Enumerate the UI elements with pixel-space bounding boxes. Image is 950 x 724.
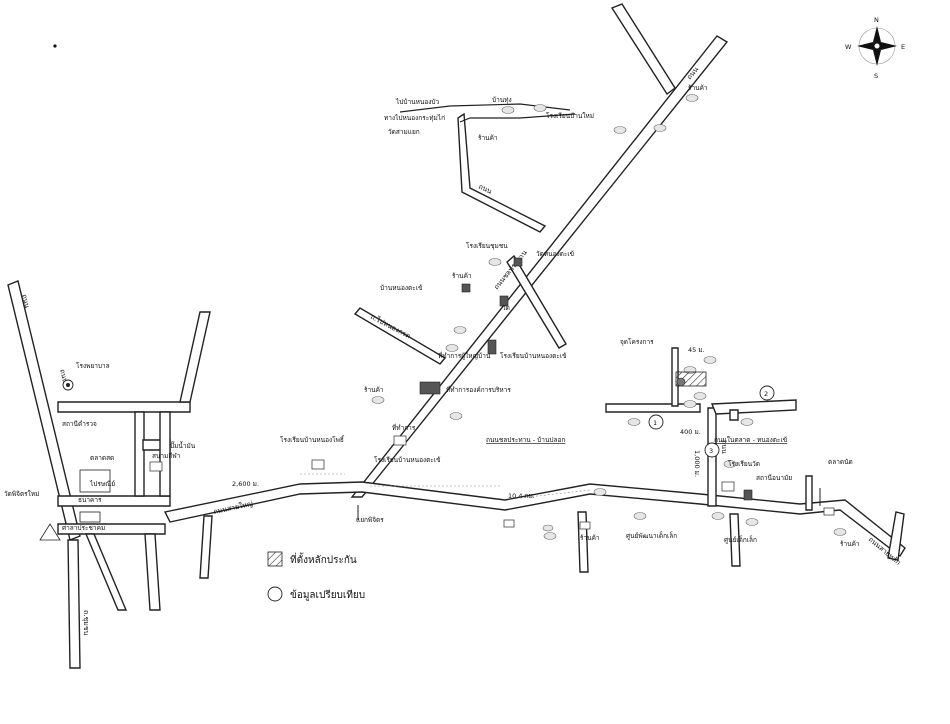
road-right-end — [887, 511, 905, 561]
label-school-top: โรงเรียนบ้านใหม่ — [546, 112, 594, 120]
label-stadium-left: สนามกีฬา — [152, 452, 181, 460]
label-market-left: ตลาดสด — [90, 454, 114, 462]
label-market-right: ตลาดนัด — [828, 458, 853, 466]
label-school-left-mid: โรงเรียนบ้านหนองโพธิ์ — [280, 435, 345, 444]
road-se-branch — [506, 254, 567, 349]
label-health-right: สถานีอนามัย — [756, 474, 792, 482]
label-hall-mid: ที่ทำการผู้ใหญ่บ้าน — [438, 351, 491, 360]
label-post-left: ไปรษณีย์ — [89, 480, 115, 488]
label-shop-3: ร้านค้า — [452, 272, 472, 280]
label-shop-6: ร้านค้า — [580, 534, 600, 542]
label-school-mid: โรงเรียนชุมชน — [466, 242, 508, 250]
roads — [7, 3, 906, 669]
label-village-top2: ทางไปหนองกระทุ่มไก่ — [384, 114, 445, 122]
label-village-top3: วัดสามแยก — [388, 128, 420, 136]
distance-1000: 1,000 ม. — [693, 450, 701, 477]
compass-w: W — [845, 43, 852, 51]
label-shop-4: ร้านค้า — [364, 386, 384, 394]
distance-45: 45 ม. — [688, 346, 705, 354]
legend-hatched-swatch — [267, 551, 283, 567]
label-village-top4: บ้านทุ่ง — [492, 96, 512, 104]
label-village-mid2: โรงเรียนบ้านหนองตะเข้ — [374, 456, 441, 464]
label-office-mid: ที่ทำการองค์การบริหาร — [446, 385, 511, 394]
label-health-mid: ที่ทำการ — [392, 423, 416, 432]
legend-circle-swatch — [267, 586, 283, 602]
road-label-left-vertical: ถนน — [58, 369, 69, 385]
label-hospital-left: โรงพยาบาล — [76, 362, 110, 370]
circle-2: 2 — [764, 390, 768, 398]
road-left-vertical-lower — [67, 539, 81, 669]
label-temple-mid: วัดหนองตะเข้ — [536, 250, 574, 258]
label-road-junction-right: ถนนในตลาด - หนองตะเข้ — [714, 436, 787, 444]
road-label-vertical-right: ถนน — [720, 440, 728, 454]
compass-s: S — [874, 72, 878, 80]
label-nursery-right: ศูนย์เด็กเล็ก — [724, 535, 757, 544]
compass-rose: N S E W — [845, 16, 905, 80]
label-school-right: โรงเรียนวัด — [728, 460, 760, 468]
legend: ที่ตั้งหลักประกัน ข้อมูลเปรียบเทียบ — [267, 551, 365, 602]
distance-1040: 10.4 กม. — [508, 492, 535, 500]
circle-1: 1 — [653, 419, 657, 427]
comparison-markers: 1 2 3 — [648, 385, 775, 458]
label-project-site: จุดโครงการ — [620, 338, 654, 346]
road-label-left-vertical-top: ถนน — [20, 294, 31, 310]
label-wat-mid: วัด — [502, 304, 510, 312]
distance-400: 400 ม. — [680, 428, 701, 436]
road-left-branch — [353, 307, 447, 365]
road-diagonal-main — [350, 35, 729, 498]
label-police-left: สถานีตำรวจ — [62, 420, 97, 428]
place-labels: ไปบ้านหนองบัว ทางไปหนองกระทุ่มไก่ วัดสาม… — [4, 84, 860, 548]
small-markers: 1 2 3 — [39, 94, 847, 541]
label-junction-left: แยกพิจิตร — [356, 516, 384, 524]
distance-markers: 2,600 ม. 10.4 กม. 1,000 ม. 400 ม. 45 ม. — [232, 346, 705, 500]
label-shop-2: ร้านค้า — [688, 84, 708, 92]
circle-3: 3 — [709, 447, 713, 455]
legend-hatched-label: ที่ตั้งหลักประกัน — [290, 552, 357, 566]
road-label-lower-left-vertical: ถ.ชุมชน — [82, 610, 90, 636]
stray-dot — [53, 44, 57, 48]
road-upper-loop — [457, 112, 547, 233]
compass-e: E — [901, 43, 905, 51]
label-village-top1: ไปบ้านหนองบัว — [395, 98, 440, 106]
compass-n: N — [874, 16, 879, 24]
road-top-branch — [610, 3, 676, 96]
label-hall-left: ศาลาประชาคม — [62, 524, 105, 532]
label-road-junction-center: ถนนชลประทาน - บ้านปลอก — [486, 436, 565, 444]
road-bottom-main — [163, 481, 906, 558]
label-village-mid: บ้านหนองตะเข้ — [380, 284, 422, 292]
road-left-vertical — [7, 280, 81, 541]
label-bank-left: ธนาคาร — [78, 496, 102, 504]
label-wat-left: วัดพิจิตรใหม่ — [4, 490, 39, 498]
label-school-mid2: โรงเรียนบ้านหนองตะเข้ — [500, 352, 567, 360]
label-shop-5: ร้านค้า — [840, 540, 860, 548]
label-gas-left: ปั๊มน้ำมัน — [170, 441, 196, 450]
distance-2600: 2,600 ม. — [232, 480, 259, 488]
label-temple-bottom: ศูนย์พัฒนาเด็กเล็ก — [626, 531, 677, 540]
legend-circle-label: ข้อมูลเปรียบเทียบ — [290, 589, 365, 601]
label-shop-1: ร้านค้า — [478, 134, 498, 142]
